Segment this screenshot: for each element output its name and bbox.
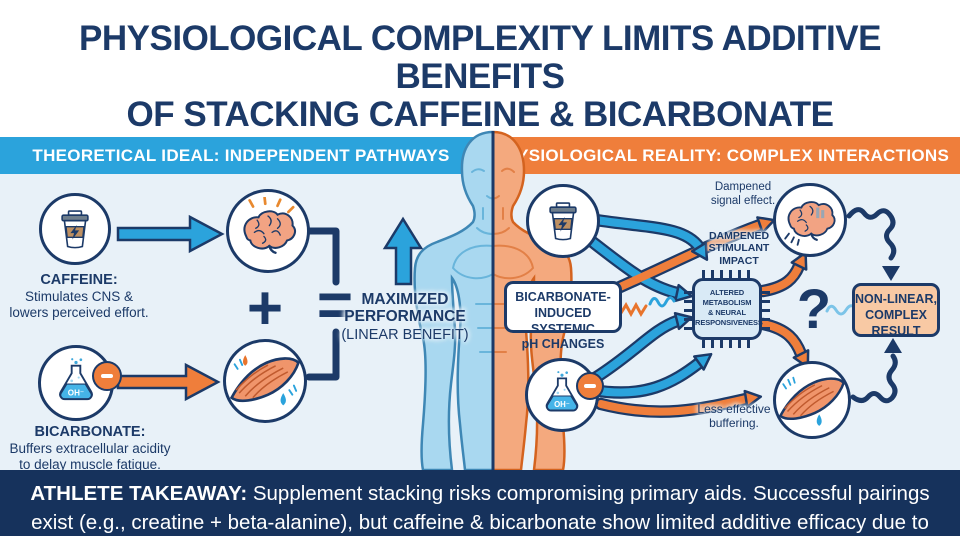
- dampened-stimulant-label: DAMPENED STIMULANT IMPACT: [708, 230, 770, 267]
- dampened-brain-icon: [784, 201, 836, 246]
- chip-pins-bottom: [702, 340, 752, 348]
- flask-icon: OH⁻: [59, 358, 93, 401]
- banner-reality: PHYSIOLOGICAL REALITY: COMPLEX INTERACTI…: [482, 137, 960, 174]
- signal-bar-icon: [816, 207, 820, 219]
- plus-sign: +: [246, 274, 284, 343]
- chip-pins-top: [702, 270, 752, 278]
- takeaway-label: ATHLETE TAKEAWAY:: [30, 482, 248, 505]
- blue-droplet-icon: [816, 414, 822, 426]
- caffeine-label: CAFFEINE: Stimulates CNS & lowers percei…: [0, 272, 158, 321]
- muscle-circle-left: [223, 339, 307, 423]
- bicarbonate-label: BICARBONATE: Buffers extracellular acidi…: [0, 424, 180, 473]
- caffeine-circle-right: [526, 184, 600, 258]
- less-effective-label: Less effective buffering.: [697, 402, 771, 431]
- muscle-icon: [778, 376, 846, 426]
- caffeine-title: CAFFEINE:: [40, 272, 118, 288]
- banner-reality-label: PHYSIOLOGICAL REALITY: COMPLEX INTERACTI…: [492, 145, 950, 165]
- flask-oh-label: OH⁻: [68, 388, 84, 397]
- muscle-circle-right: [773, 361, 851, 439]
- question-mark: ?: [796, 277, 832, 340]
- ph-changes-box: BICARBONATE- INDUCED SYSTEMIC pH CHANGES: [504, 281, 622, 351]
- athlete-takeaway-bar: ATHLETE TAKEAWAY: Supplement stacking ri…: [0, 470, 960, 536]
- caffeine-desc: Stimulates CNS & lowers perceived effort…: [9, 289, 149, 321]
- figure-split-line: [491, 131, 495, 470]
- altered-metabolism-chip: ALTERED METABOLISM & NEURAL RESPONSIVENE…: [692, 278, 763, 340]
- blue-droplet-icon: [280, 393, 286, 406]
- banner-theoretical: THEORETICAL IDEAL: INDEPENDENT PATHWAYS: [0, 137, 482, 174]
- flask-oh-label: OH⁻: [554, 400, 570, 409]
- brain-circle-left: [226, 189, 310, 273]
- coffee-cup-icon: [61, 210, 89, 249]
- header: PHYSIOLOGICAL COMPLEXITY LIMITS ADDITIVE…: [0, 0, 960, 162]
- brain-icon: [243, 197, 296, 254]
- bicarbonate-desc: Buffers extracellular acidity to delay m…: [9, 441, 171, 473]
- page-title-line1: PHYSIOLOGICAL COMPLEXITY LIMITS ADDITIVE…: [79, 19, 881, 96]
- brain-circle-right: [773, 183, 847, 257]
- nonlinear-result-box: NON-LINEAR, COMPLEX RESULT: [852, 283, 940, 338]
- chip-pins-right: [762, 288, 770, 330]
- dampened-signal-label: Dampened signal effect.: [710, 181, 776, 207]
- signal-bar-icon: [821, 210, 825, 219]
- takeaway-text: Supplement stacking risks compromising p…: [31, 482, 930, 535]
- bicarbonate-circle-left: OH⁻: [38, 345, 122, 421]
- banner-theoretical-label: THEORETICAL IDEAL: INDEPENDENT PATHWAYS: [32, 145, 450, 165]
- outcome-note: (LINEAR BENEFIT): [341, 326, 469, 343]
- chip-pins-left: [684, 288, 692, 330]
- human-figure-icon: [413, 130, 573, 470]
- muscle-icon: [229, 355, 300, 406]
- orange-droplet-icon: [242, 355, 248, 366]
- page-title-line2: OF STACKING CAFFEINE & BICARBONATE: [126, 94, 834, 134]
- outcome-title: MAXIMIZED PERFORMANCE: [344, 291, 466, 326]
- caffeine-circle-left: [39, 193, 111, 265]
- bicarbonate-title: BICARBONATE:: [34, 424, 146, 440]
- coffee-cup-icon: [549, 202, 577, 241]
- flask-icon: OH⁻: [545, 371, 579, 412]
- bicarbonate-circle-right: OH⁻: [525, 358, 604, 432]
- minus-icon: [92, 361, 122, 391]
- minus-icon: [576, 372, 604, 400]
- maximized-performance-label: MAXIMIZED PERFORMANCE (LINEAR BENEFIT): [335, 291, 475, 344]
